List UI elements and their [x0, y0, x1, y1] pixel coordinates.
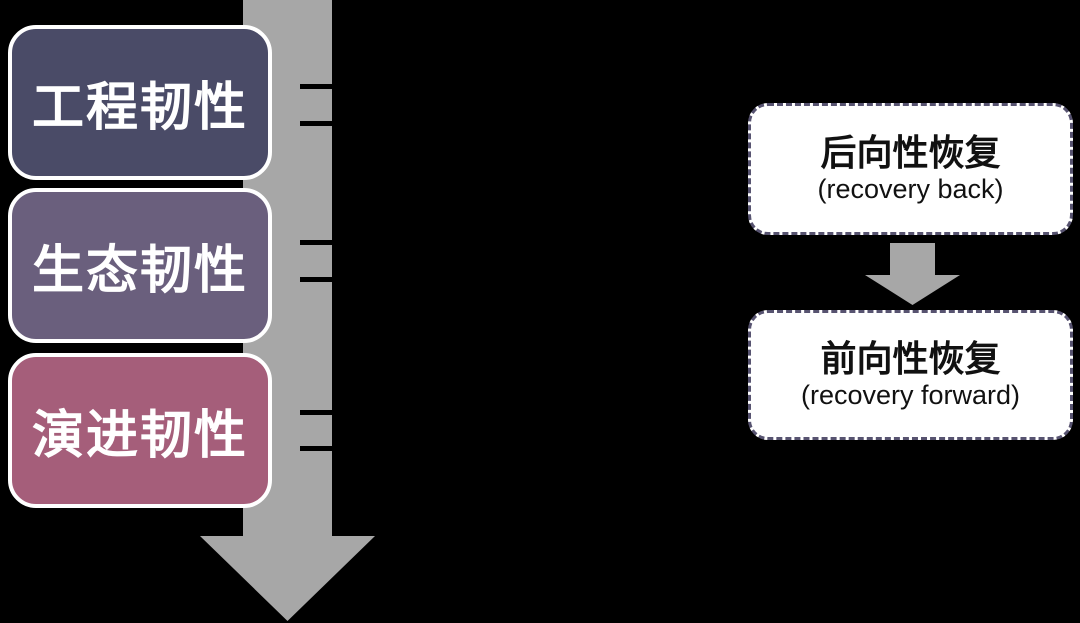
- resilience-box-engineering: 工程韧性: [8, 25, 272, 180]
- axis-tick: [300, 410, 332, 415]
- axis-tick: [300, 446, 332, 451]
- recovery-forward-box: 前向性恢复 (recovery forward): [748, 310, 1073, 440]
- axis-tick: [300, 277, 332, 282]
- axis-tick: [300, 240, 332, 245]
- recovery-box-title: 后向性恢复: [820, 132, 1001, 174]
- resilience-box-label: 生态韧性: [31, 242, 248, 300]
- resilience-box-ecological: 生态韧性: [8, 188, 272, 343]
- axis-tick: [300, 121, 332, 126]
- resilience-box-label: 工程韧性: [31, 79, 248, 137]
- resilience-box-label: 演进韧性: [31, 407, 248, 465]
- axis-tick: [300, 84, 332, 89]
- recovery-box-title: 前向性恢复: [820, 338, 1001, 380]
- axis-ticks: [300, 84, 332, 451]
- recovery-box-subtitle: (recovery back): [817, 173, 1004, 204]
- recovery-back-box: 后向性恢复 (recovery back): [748, 103, 1073, 235]
- resilience-box-evolutionary: 演进韧性: [8, 353, 272, 508]
- recovery-box-subtitle: (recovery forward): [800, 379, 1021, 410]
- down-arrow-icon: [865, 243, 960, 305]
